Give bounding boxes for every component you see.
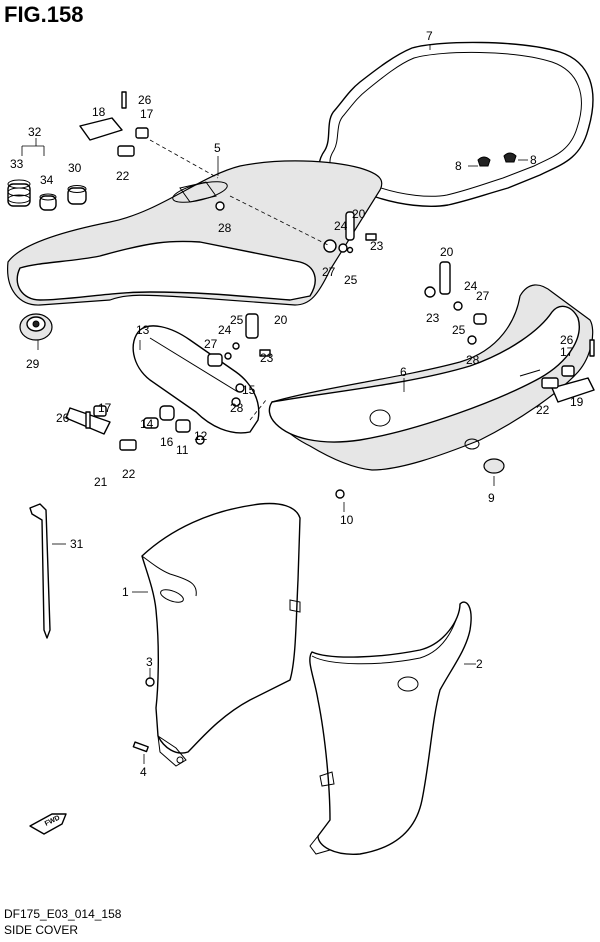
figure-title: FIG.158 [4,2,83,27]
callout-21: 21 [94,475,108,489]
callout-5: 5 [214,141,221,155]
callout-28: 28 [230,401,244,415]
callout-17: 17 [140,107,154,121]
callout-4: 4 [140,765,147,779]
cap-part [483,458,505,474]
strap-part [29,503,51,639]
figure-code: DF175_E03_014_158 [4,907,122,921]
callout-25: 25 [230,313,244,327]
callout-9: 9 [488,491,495,505]
callout-13: 13 [136,323,150,337]
callout-20: 20 [440,245,454,259]
callout-labels: 7 8 8 26 18 17 22 5 28 32 33 34 30 20 24… [10,29,584,779]
callout-8: 8 [530,153,537,167]
callout-25: 25 [344,273,358,287]
callout-26: 26 [138,93,152,107]
callout-3: 3 [146,655,153,669]
callout-27: 27 [322,265,336,279]
callout-24: 24 [218,323,232,337]
callout-1: 1 [122,585,129,599]
knob-part [477,152,517,167]
plug-part [7,179,31,207]
callout-30: 30 [68,161,82,175]
pin-part [85,91,595,429]
callout-2: 2 [476,657,483,671]
hinge-part [93,127,575,451]
callout-23: 23 [260,351,274,365]
callout-27: 27 [204,337,218,351]
callout-14: 14 [140,417,154,431]
callout-24: 24 [334,219,348,233]
callout-12: 12 [194,429,208,443]
lower-cover-port-part [141,502,301,767]
callout-24: 24 [464,279,478,293]
callout-26: 26 [56,411,70,425]
callout-11: 11 [176,443,189,457]
seal-frame-part [318,41,594,207]
callout-33: 33 [10,157,24,171]
callout-20: 20 [274,313,288,327]
ring-part [39,193,57,211]
upper-cover-port-part [7,160,383,306]
inner-panel-part [132,325,260,434]
grommet-part [67,185,87,205]
callout-31: 31 [70,537,84,551]
callout-17: 17 [98,401,112,415]
fwd-arrow-icon: FWD [29,813,67,835]
callout-29: 29 [26,357,40,371]
callout-26: 26 [560,333,574,347]
callout-10: 10 [340,513,354,527]
callout-23: 23 [370,239,384,253]
callout-17: 17 [560,345,574,359]
callout-16: 16 [160,435,174,449]
leader-lines [21,44,528,764]
callout-6: 6 [400,365,407,379]
bushing-part [19,313,53,341]
callout-15: 15 [242,383,256,397]
callout-20: 20 [352,207,366,221]
figure-caption: SIDE COVER [4,923,78,937]
upper-cover-starboard-part [268,284,594,471]
callout-22: 22 [122,467,136,481]
callout-27: 27 [476,289,490,303]
callout-34: 34 [40,173,54,187]
callout-18: 18 [92,105,106,119]
fastener-parts [132,201,487,753]
callout-23: 23 [426,311,440,325]
callout-32: 32 [28,125,42,139]
callout-22: 22 [536,403,550,417]
callout-22: 22 [116,169,130,183]
callout-19: 19 [570,395,584,409]
callout-7: 7 [426,29,433,43]
callout-28: 28 [466,353,480,367]
callout-8: 8 [455,159,462,173]
callout-25: 25 [452,323,466,337]
lower-cover-starboard-part [309,601,472,855]
callout-28: 28 [218,221,232,235]
